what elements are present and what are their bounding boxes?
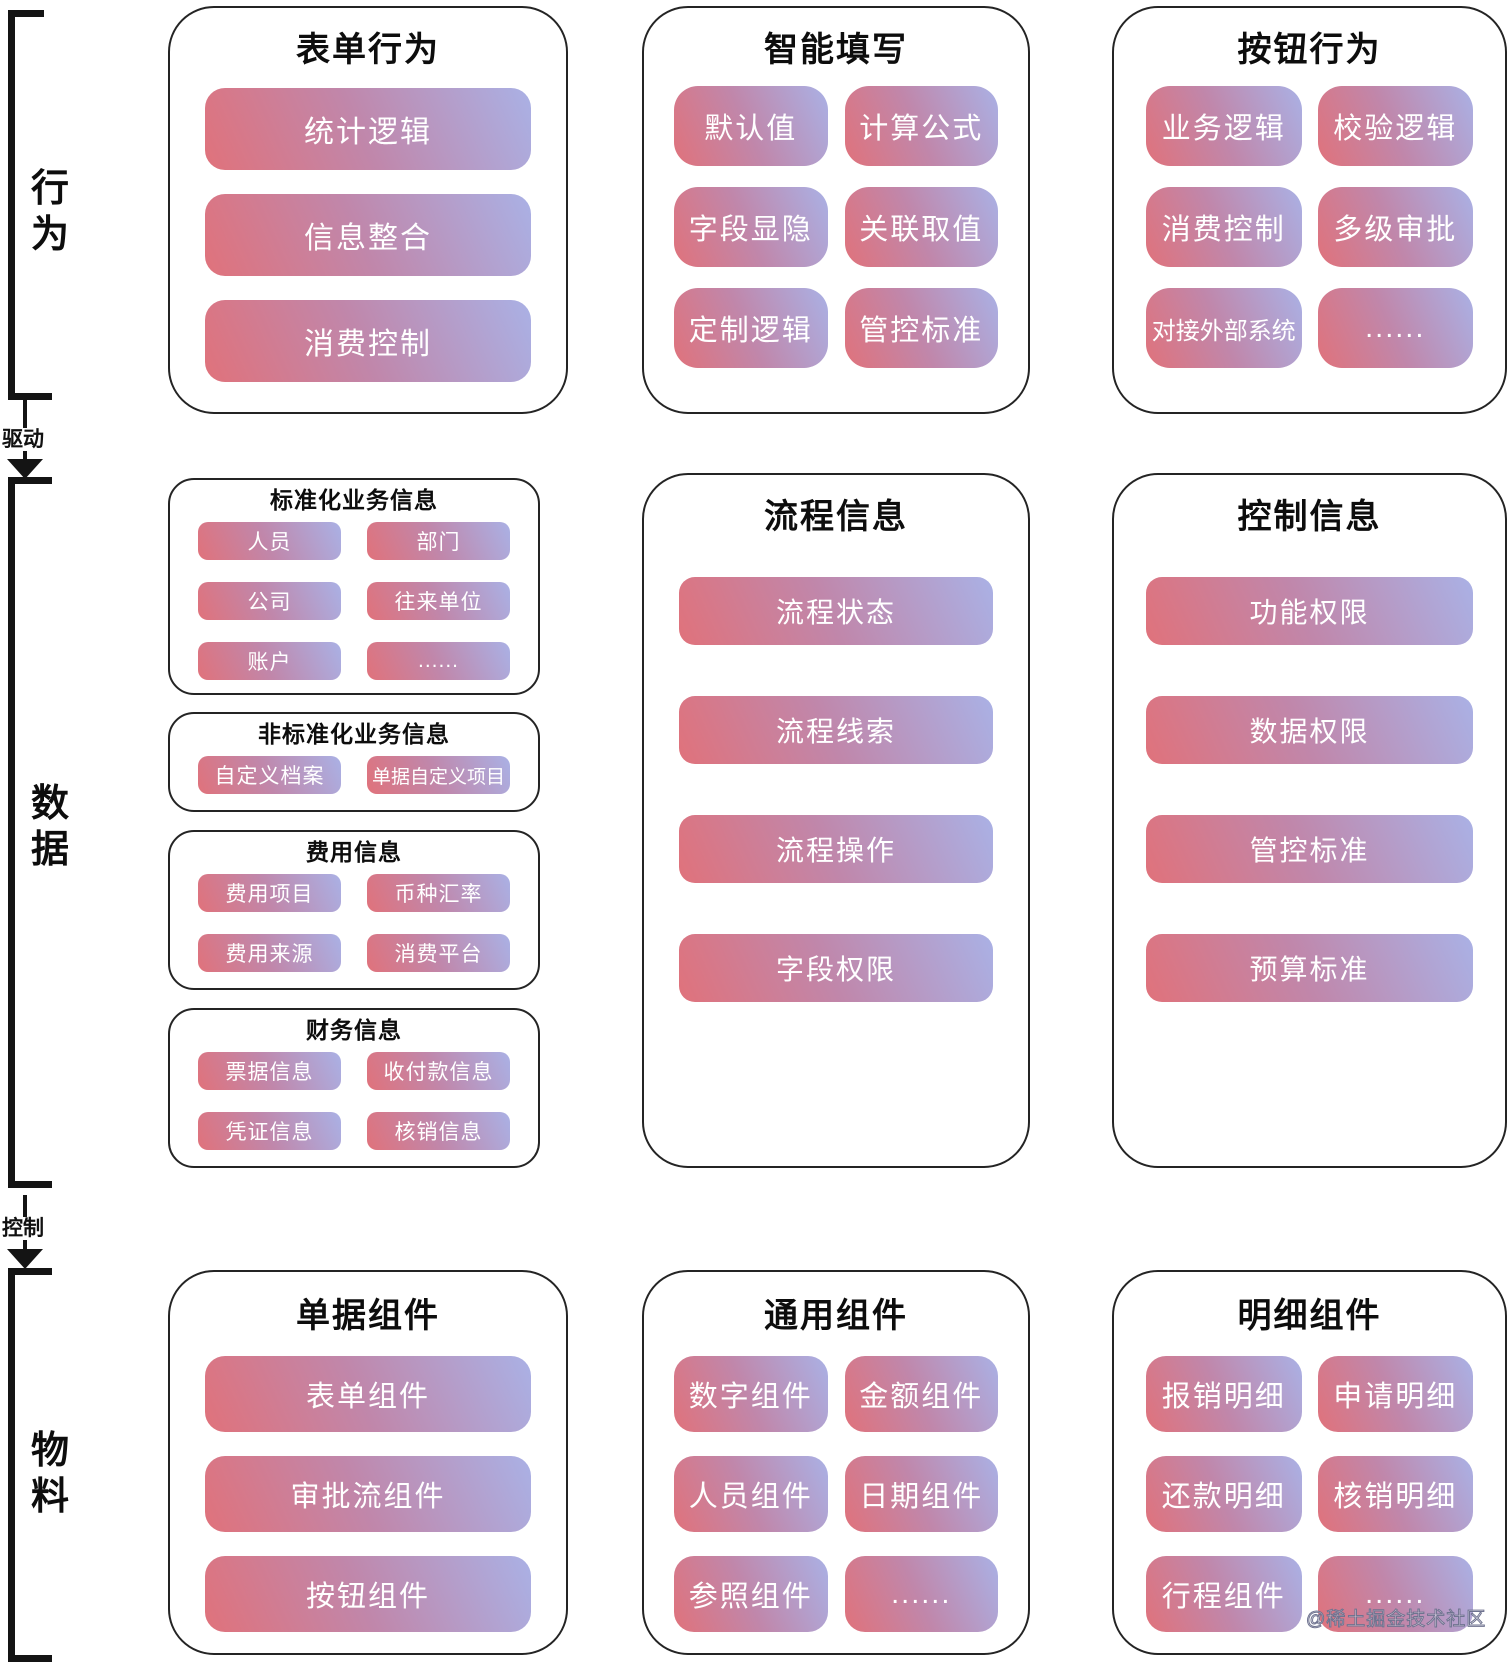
pill: 还款明细 [1146, 1456, 1302, 1532]
pill: 统计逻辑 [205, 88, 531, 170]
pill: 管控标准 [844, 288, 998, 368]
pill: 日期组件 [844, 1456, 998, 1532]
card-title: 流程信息 [764, 498, 908, 536]
pill: 预算标准 [1146, 934, 1473, 1002]
card-title: 通用组件 [764, 1297, 908, 1335]
pill: 费用项目 [198, 874, 341, 912]
card-title: 明细组件 [1237, 1297, 1382, 1335]
pill: ...... [367, 642, 510, 680]
arrow-control: 控制 [2, 1195, 44, 1269]
card-common-components: 通用组件 数字组件 金额组件 人员组件 日期组件 参照组件 ...... [642, 1270, 1030, 1655]
pill: 多级审批 [1317, 187, 1473, 267]
card-title: 控制信息 [1237, 498, 1382, 536]
card-financial-info: 财务信息 票据信息 收付款信息 凭证信息 核销信息 [168, 1008, 540, 1168]
pill: 消费控制 [205, 300, 531, 382]
card-button-behavior: 按钮行为 业务逻辑 校验逻辑 消费控制 多级审批 对接外部系统 ...... [1112, 6, 1507, 414]
pill: 人员 [198, 522, 341, 560]
pill: 定制逻辑 [674, 288, 828, 368]
pill: 金额组件 [844, 1356, 998, 1432]
bracket-tick [8, 393, 52, 400]
pill: 自定义档案 [198, 756, 341, 794]
arrow-head-icon [7, 1249, 43, 1269]
arrow-control-label: 控制 [2, 1217, 44, 1240]
rail-label-behavior: 行为 [30, 168, 69, 257]
pill: 流程线索 [679, 696, 993, 764]
card-process-info: 流程信息 流程状态 流程线索 流程操作 字段权限 [642, 473, 1030, 1168]
pill: 公司 [198, 582, 341, 620]
pill: 参照组件 [674, 1556, 828, 1632]
rail-label-data: 数据 [30, 783, 69, 872]
bracket-material [8, 1268, 52, 1662]
pill: 票据信息 [198, 1052, 341, 1090]
pill: 凭证信息 [198, 1112, 341, 1150]
pill: 计算公式 [844, 86, 998, 166]
pill: 消费控制 [1146, 187, 1302, 267]
bracket-tick [8, 477, 52, 484]
pill: 校验逻辑 [1317, 86, 1473, 166]
pill: 核销明细 [1317, 1456, 1473, 1532]
card-smart-fill: 智能填写 默认值 计算公式 字段显隐 关联取值 定制逻辑 管控标准 [642, 6, 1030, 414]
pill: 数字组件 [674, 1356, 828, 1432]
pill: 信息整合 [205, 194, 531, 276]
card-title: 标准化业务信息 [270, 487, 438, 513]
card-expense-info: 费用信息 费用项目 币种汇率 费用来源 消费平台 [168, 830, 540, 990]
rail-label-material: 物料 [30, 1430, 69, 1519]
card-title: 智能填写 [764, 31, 908, 69]
pill: 币种汇率 [367, 874, 510, 912]
card-title: 按钮行为 [1237, 31, 1382, 69]
pill: 费用来源 [198, 934, 341, 972]
pill: ...... [1317, 288, 1473, 368]
arrow-head-icon [7, 459, 43, 479]
pill: 账户 [198, 642, 341, 680]
pill: 行程组件 [1146, 1556, 1302, 1632]
pill: 申请明细 [1317, 1356, 1473, 1432]
bracket-tick [8, 1268, 52, 1275]
card-non-standardized-info: 非标准化业务信息 自定义档案 单据自定义项目 [168, 712, 540, 812]
bracket-tick [8, 10, 44, 17]
card-form-behavior: 表单行为 统计逻辑 信息整合 消费控制 [168, 6, 568, 414]
card-title: 财务信息 [306, 1017, 402, 1043]
pill: 部门 [367, 522, 510, 560]
pill: 审批流组件 [205, 1456, 531, 1532]
card-standardized-info: 标准化业务信息 人员 部门 公司 往来单位 账户 ...... [168, 478, 540, 695]
pill: 数据权限 [1146, 696, 1473, 764]
card-detail-components: 明细组件 报销明细 申请明细 还款明细 核销明细 行程组件 ...... [1112, 1270, 1507, 1655]
bracket-behavior [8, 10, 52, 400]
pill: ...... [844, 1556, 998, 1632]
card-control-info: 控制信息 功能权限 数据权限 管控标准 预算标准 [1112, 473, 1507, 1168]
pill: 关联取值 [844, 187, 998, 267]
pill: ...... [1317, 1556, 1473, 1632]
card-document-components: 单据组件 表单组件 审批流组件 按钮组件 [168, 1270, 568, 1655]
pill: 业务逻辑 [1146, 86, 1302, 166]
pill: 对接外部系统 [1146, 288, 1302, 368]
pill: 默认值 [674, 86, 828, 166]
pill: 字段显隐 [674, 187, 828, 267]
bracket-tick [8, 1655, 52, 1662]
pill: 报销明细 [1146, 1356, 1302, 1432]
pill: 管控标准 [1146, 815, 1473, 883]
arrow-drive: 驱动 [2, 400, 44, 479]
pill: 消费平台 [367, 934, 510, 972]
pill: 字段权限 [679, 934, 993, 1002]
watermark: @稀土掘金技术社区 [1305, 1609, 1487, 1631]
card-title: 费用信息 [306, 839, 402, 865]
pill: 往来单位 [367, 582, 510, 620]
pill: 人员组件 [674, 1456, 828, 1532]
pill: 表单组件 [205, 1356, 531, 1432]
bracket-tick [8, 1181, 52, 1188]
pill: 核销信息 [367, 1112, 510, 1150]
pill: 按钮组件 [205, 1556, 531, 1632]
pill: 流程操作 [679, 815, 993, 883]
pill: 单据自定义项目 [367, 756, 510, 794]
pill: 收付款信息 [367, 1052, 510, 1090]
pill: 流程状态 [679, 577, 993, 645]
card-title: 非标准化业务信息 [258, 721, 450, 747]
bracket-data [8, 477, 52, 1188]
arrow-drive-label: 驱动 [2, 428, 44, 451]
pill: 功能权限 [1146, 577, 1473, 645]
card-title: 表单行为 [296, 31, 440, 69]
card-title: 单据组件 [296, 1297, 440, 1335]
